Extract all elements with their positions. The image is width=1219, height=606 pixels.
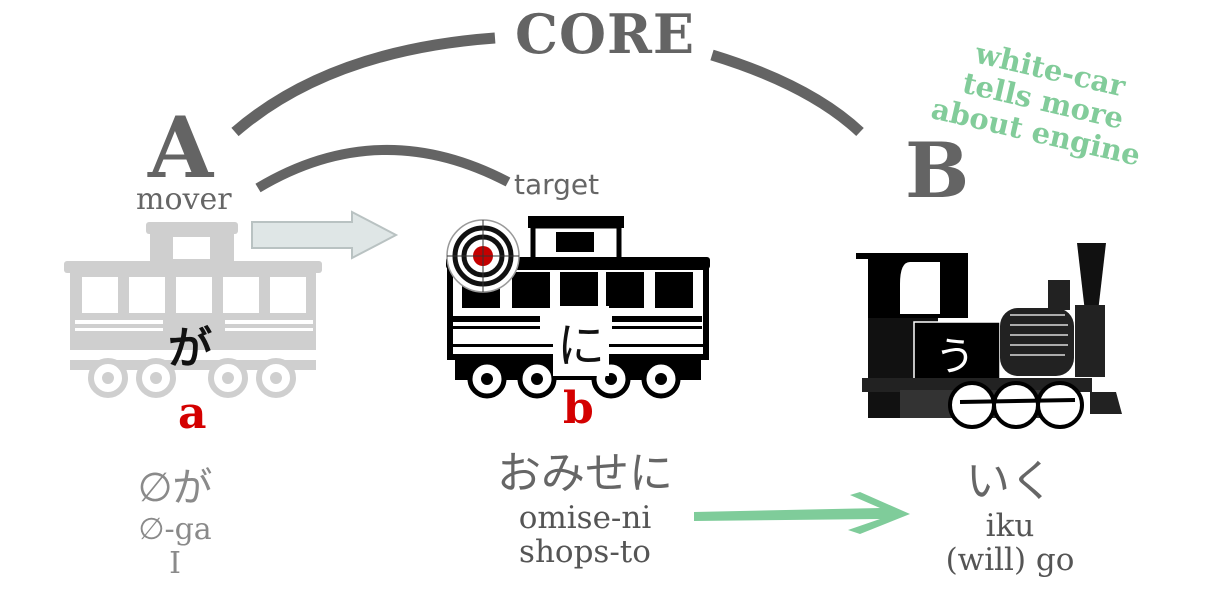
romaji: omise-ni [518, 500, 652, 536]
motion-arrow-icon [251, 210, 399, 260]
column-b: おみせに omise-ni shops-to [470, 437, 700, 569]
kana: おみせに [497, 448, 673, 499]
green-arrow-icon [694, 492, 910, 534]
core-arc-left [231, 32, 496, 137]
grey-train-car-icon [64, 222, 322, 398]
kana: いく [966, 456, 1054, 507]
gloss: shops-to [519, 534, 651, 570]
node-b-letter: B [905, 126, 970, 215]
target-icon [446, 219, 520, 293]
node-a-letter: A [148, 98, 214, 197]
mover-label: mover [136, 182, 232, 217]
gloss: (will) go [945, 542, 1075, 578]
core-title: CORE [515, 2, 696, 66]
gloss: I [169, 546, 181, 581]
target-label: target [514, 168, 600, 201]
romaji: ∅-ga [138, 512, 212, 547]
label-b: b [563, 383, 594, 434]
label-a: a [178, 388, 207, 439]
kana: ∅が [137, 465, 213, 511]
mover-target-arc [255, 144, 511, 193]
column-c: いく iku (will) go [920, 445, 1100, 577]
ni-particle: に [553, 306, 610, 376]
steam-locomotive-icon [856, 243, 1122, 429]
romaji: iku [985, 508, 1035, 544]
ga-particle: が [168, 323, 212, 374]
u-kana: う [935, 334, 975, 380]
column-a: ∅が ∅-ga I [120, 455, 230, 581]
core-arc-right [710, 49, 864, 137]
